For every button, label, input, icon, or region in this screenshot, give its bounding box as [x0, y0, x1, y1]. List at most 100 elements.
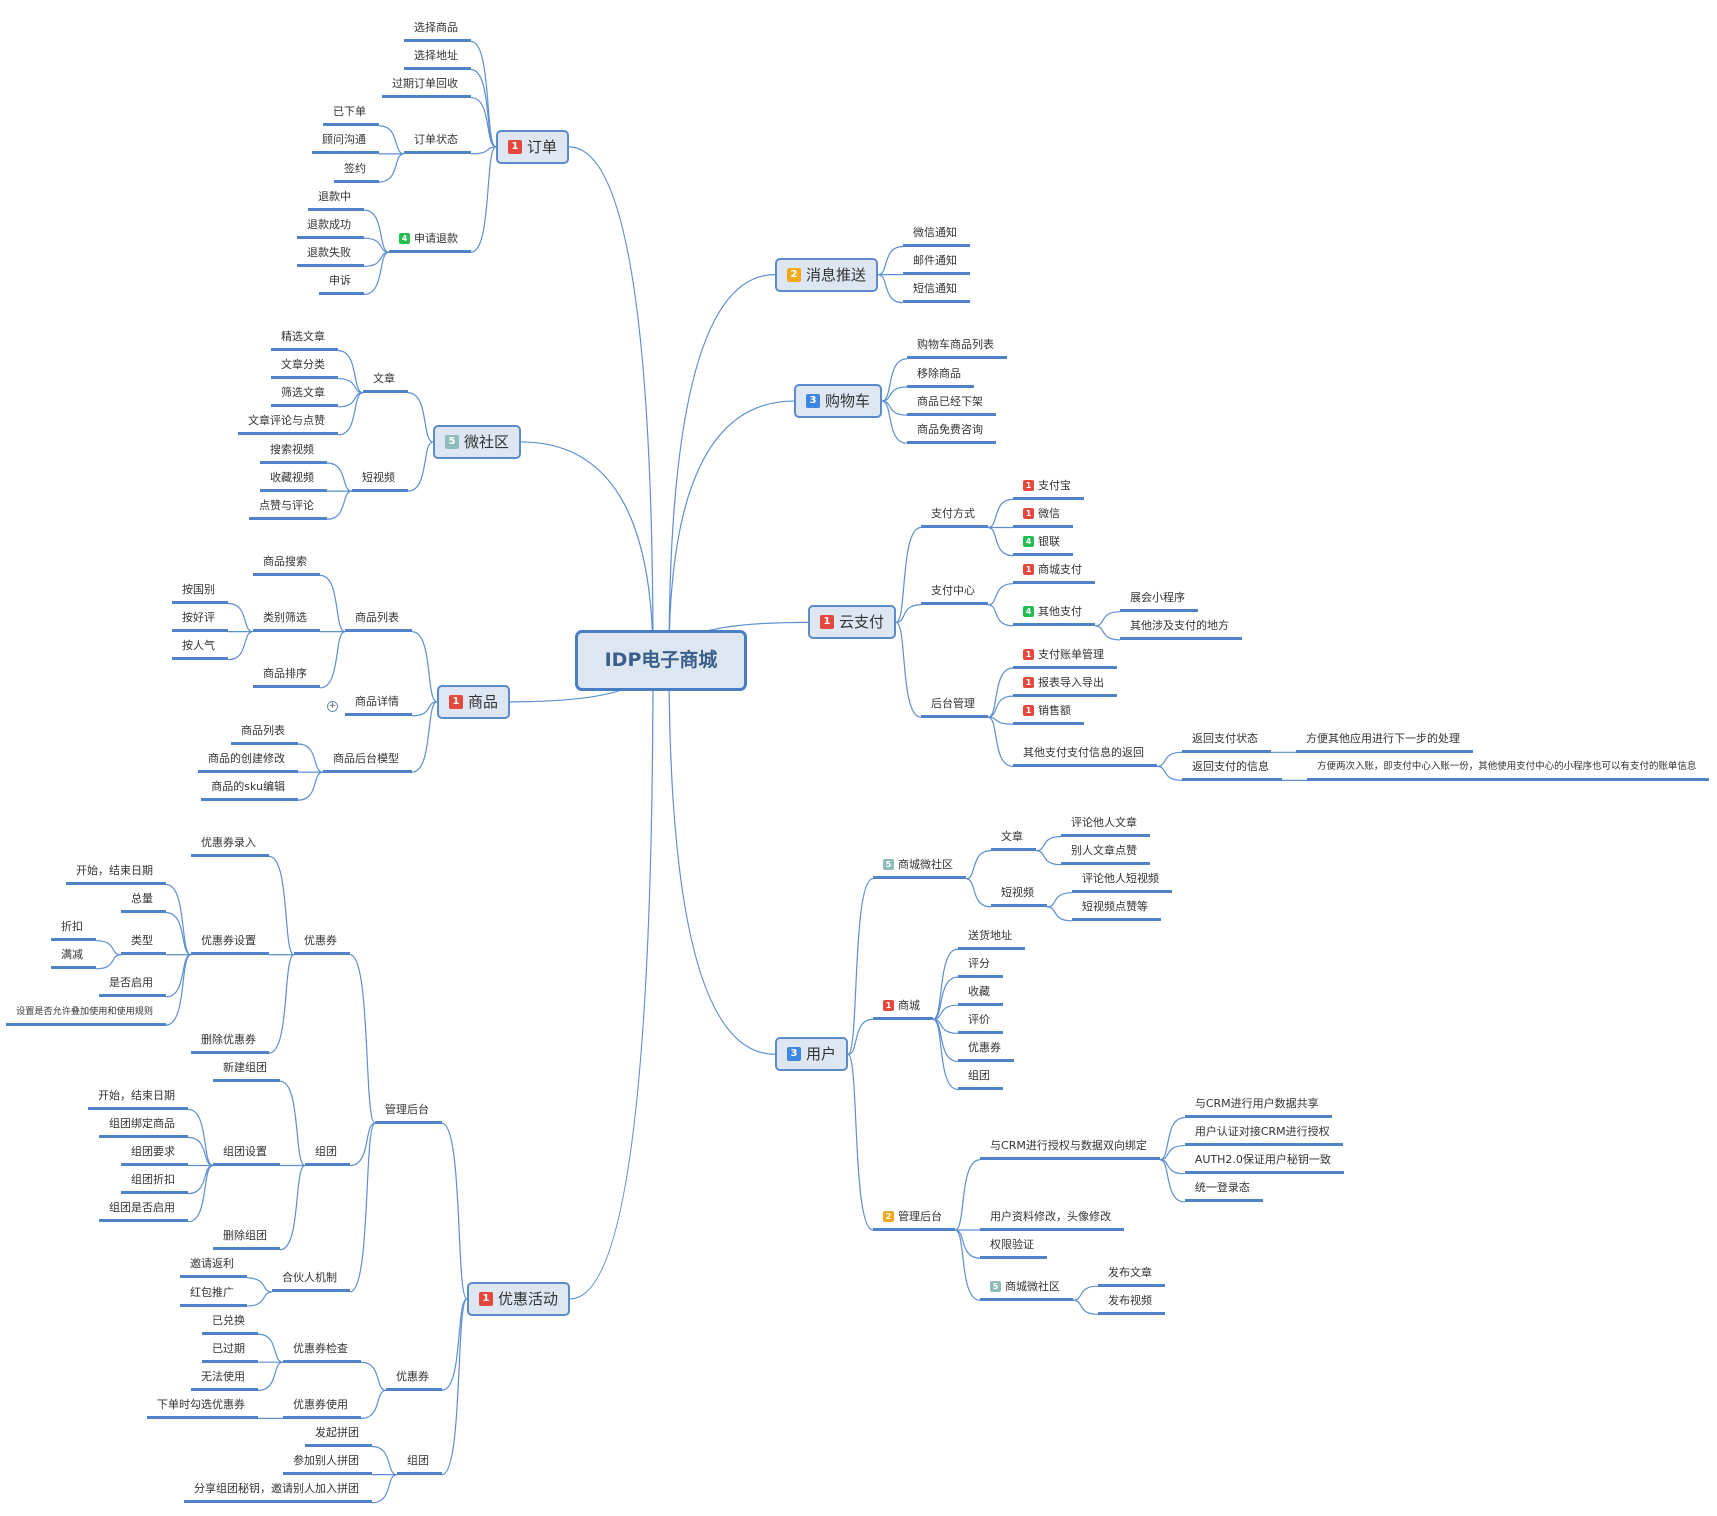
leaf-topic[interactable]: 选择地址 — [403, 47, 471, 71]
subtopic[interactable]: 优惠券 — [385, 1368, 442, 1391]
leaf-topic[interactable]: 新建组团 — [212, 1059, 280, 1082]
subtopic[interactable]: 优惠券检查 — [282, 1340, 361, 1363]
leaf-topic[interactable]: 总量 — [120, 890, 166, 914]
subtopic[interactable]: 短视频 — [351, 469, 408, 492]
leaf-topic[interactable]: 购物车商品列表 — [907, 336, 1008, 360]
leaf-topic[interactable]: 统一登录态 — [1184, 1179, 1263, 1203]
leaf-topic[interactable]: 文章分类 — [270, 356, 338, 380]
subtopic[interactable]: 短视频 — [991, 884, 1048, 908]
leaf-topic[interactable]: 组团折扣 — [120, 1171, 188, 1195]
leaf-topic[interactable]: 搜索视频 — [259, 441, 327, 464]
subtopic[interactable]: 优惠券使用 — [282, 1396, 361, 1419]
subtopic[interactable]: 组团设置 — [212, 1143, 280, 1166]
subtopic[interactable]: 与CRM进行授权与数据双向绑定 — [980, 1137, 1160, 1161]
subtopic[interactable]: 合伙人机制 — [271, 1269, 350, 1293]
leaf-topic[interactable]: 用户资料修改，头像修改 — [980, 1208, 1125, 1231]
leaf-topic[interactable]: 微信通知 — [903, 224, 971, 247]
subtopic[interactable]: 返回支付的信息 — [1182, 758, 1283, 781]
leaf-topic[interactable]: 移除商品 — [907, 365, 975, 388]
leaf-topic[interactable]: 别人文章点赞 — [1061, 842, 1151, 866]
leaf-topic[interactable]: 商品的sku编辑 — [201, 778, 298, 801]
leaf-topic[interactable]: 组团要求 — [120, 1143, 188, 1166]
subtopic[interactable]: 订单状态 — [403, 131, 471, 155]
leaf-topic[interactable]: 短信通知 — [903, 280, 971, 304]
leaf-topic[interactable]: 展会小程序 — [1120, 589, 1199, 613]
leaf-topic[interactable]: 发起拼团 — [304, 1424, 372, 1447]
leaf-topic[interactable]: 删除组团 — [212, 1227, 280, 1251]
leaf-topic[interactable]: 评价 — [958, 1011, 1004, 1034]
leaf-topic[interactable]: 点赞与评论 — [248, 497, 327, 520]
subtopic[interactable]: 优惠券设置 — [190, 932, 269, 956]
leaf-topic[interactable]: 过期订单回收 — [381, 75, 471, 99]
subtopic[interactable]: 其他支付支付信息的返回 — [1013, 744, 1158, 767]
leaf-topic[interactable]: 组团绑定商品 — [98, 1115, 188, 1138]
leaf-topic[interactable]: 组团是否启用 — [98, 1199, 188, 1223]
leaf-topic[interactable]: 按好评 — [171, 609, 228, 633]
subtopic[interactable]: 支付中心 — [921, 582, 989, 606]
leaf-topic[interactable]: 分享组团秘钥，邀请别人加入拼团 — [183, 1480, 372, 1504]
leaf-topic[interactable]: 方便其他应用进行下一步的处理 — [1296, 730, 1474, 753]
leaf-topic[interactable]: 商品已经下架 — [907, 393, 997, 416]
subtopic[interactable]: 优惠券 — [293, 932, 350, 956]
leaf-topic[interactable]: 评分 — [958, 955, 1004, 978]
leaf-topic[interactable]: 邮件通知 — [903, 252, 971, 276]
leaf-topic[interactable]: 优惠券录入 — [190, 834, 269, 857]
leaf-topic[interactable]: 无法使用 — [190, 1368, 258, 1391]
leaf-topic[interactable]: 商品排序 — [252, 665, 320, 689]
leaf-topic[interactable]: 设置是否允许叠加使用和使用规则 — [6, 1003, 166, 1026]
leaf-topic[interactable]: 其他涉及支付的地方 — [1120, 617, 1243, 641]
leaf-topic[interactable]: 下单时勾选优惠券 — [146, 1396, 258, 1419]
leaf-topic[interactable]: 收藏视频 — [259, 469, 327, 492]
subtopic[interactable]: 文章 — [362, 370, 408, 394]
leaf-topic[interactable]: 申诉 — [318, 272, 364, 295]
leaf-topic[interactable]: 发布文章 — [1098, 1264, 1166, 1287]
leaf-topic[interactable]: 选择商品 — [403, 19, 471, 42]
leaf-topic[interactable]: 按人气 — [171, 637, 228, 661]
leaf-topic[interactable]: 邀请返利 — [179, 1255, 247, 1279]
leaf-topic[interactable]: 折扣 — [50, 918, 96, 942]
leaf-topic[interactable]: 红包推广 — [179, 1284, 247, 1307]
leaf-topic[interactable]: 商品的创建修改 — [197, 750, 298, 773]
leaf-topic[interactable]: 精选文章 — [270, 328, 338, 352]
subtopic[interactable]: 返回支付状态 — [1182, 730, 1272, 753]
subtopic[interactable]: 商品列表 — [344, 609, 412, 633]
subtopic[interactable]: 类型 — [120, 932, 166, 956]
leaf-topic[interactable]: 方便两次入账，即支付中心入账一份，其他使用支付中心的小程序也可以有支付的账单信息 — [1307, 758, 1710, 781]
leaf-topic[interactable]: 短视频点赞等 — [1072, 898, 1162, 922]
leaf-topic[interactable]: 退款中 — [307, 188, 364, 211]
subtopic[interactable]: 商品后台模型 — [322, 750, 412, 773]
leaf-topic[interactable]: 商品详情 — [344, 693, 412, 717]
leaf-topic[interactable]: 送货地址 — [958, 927, 1026, 950]
leaf-topic[interactable]: 优惠券 — [958, 1039, 1015, 1062]
subtopic[interactable]: 后台管理 — [921, 695, 989, 718]
leaf-topic[interactable]: 已下单 — [322, 103, 379, 127]
subtopic[interactable]: 类别筛选 — [252, 609, 320, 633]
leaf-topic[interactable]: 文章评论与点赞 — [237, 412, 338, 436]
leaf-topic[interactable]: 是否启用 — [98, 974, 166, 998]
leaf-topic[interactable]: 开始，结束日期 — [65, 862, 166, 885]
leaf-topic[interactable]: 签约 — [333, 160, 379, 183]
leaf-topic[interactable]: 已过期 — [201, 1340, 258, 1363]
leaf-topic[interactable]: 评论他人短视频 — [1072, 870, 1173, 894]
leaf-topic[interactable]: 发布视频 — [1098, 1292, 1166, 1315]
leaf-topic[interactable]: 已兑换 — [201, 1312, 258, 1335]
leaf-topic[interactable]: 权限验证 — [980, 1236, 1048, 1259]
subtopic[interactable]: 组团 — [304, 1143, 350, 1166]
